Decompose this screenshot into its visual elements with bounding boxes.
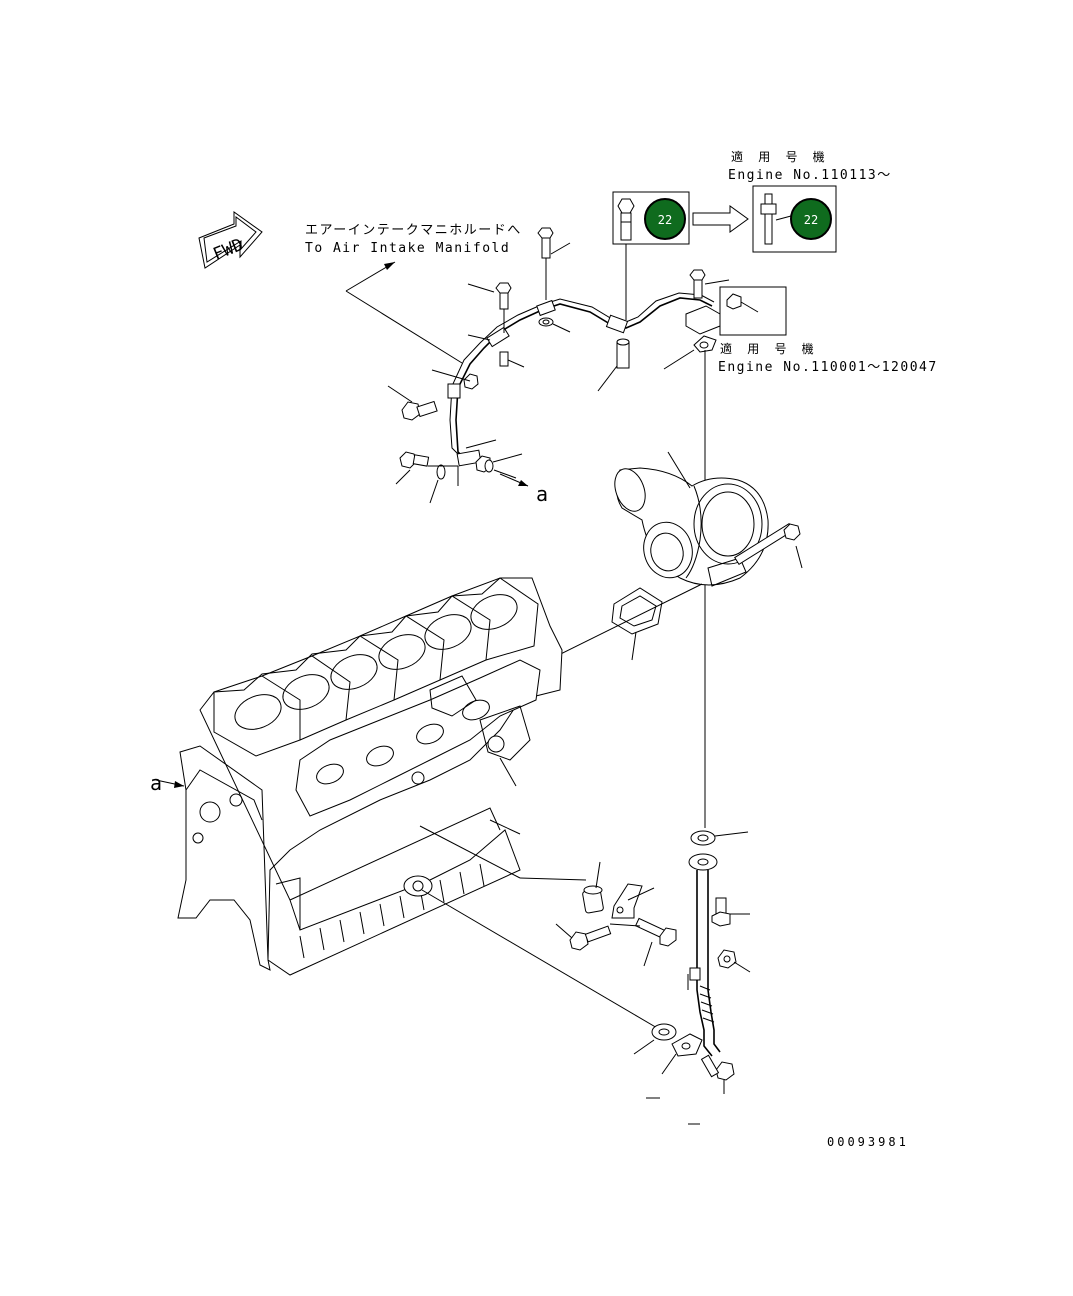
turbo-gasket-icon (611, 587, 663, 661)
turbocharger (614, 451, 769, 587)
figure-number: 00093981 (827, 1135, 909, 1149)
union-bolt-icon (395, 451, 430, 485)
later-serial-note-en: Engine No.110113〜 (728, 168, 892, 183)
bolt-icon (467, 282, 512, 333)
forward-arrow-icon: FWD (198, 211, 263, 269)
leader-line (489, 819, 521, 835)
drain-flange-icon (661, 1033, 703, 1075)
leader-line (499, 757, 517, 787)
ref-a-pipe: a (536, 482, 548, 506)
torque-badge-2: 22 (804, 213, 818, 227)
later-serial-note-jp: 適 用 号 機 (731, 149, 829, 164)
bolt-icon (700, 1054, 735, 1094)
earlier-serial-note-en: Engine No.110001〜120047 (718, 360, 938, 375)
gasket-icon (633, 1023, 677, 1055)
torque-badge-icon: 22 (790, 198, 832, 240)
torque-badge-1: 22 (658, 213, 672, 227)
bolt-icon (537, 227, 571, 300)
air-intake-label-jp: エアーインテークマニホルードへ (305, 223, 522, 238)
bracket-icon (611, 883, 655, 919)
stud-detail-box-later (752, 185, 837, 253)
replacement-arrow-icon (692, 205, 749, 233)
washer-icon (428, 439, 523, 504)
air-intake-pointer (345, 261, 463, 364)
sleeve-icon (499, 351, 525, 368)
ref-a-left: a (150, 771, 162, 795)
union-bolt-icon (387, 385, 438, 421)
bolt-icon (734, 522, 803, 569)
oil-drain-tube (687, 853, 721, 1057)
bushing-icon (582, 861, 604, 914)
leader-line (419, 825, 521, 879)
ref-a-arrow (155, 779, 185, 788)
bolt-icon (609, 917, 677, 967)
earlier-serial-note-jp: 適 用 号 機 (720, 341, 818, 356)
bolt-icon (555, 923, 612, 951)
dowel-icon (597, 338, 630, 392)
drain-leader-line (421, 889, 665, 1033)
pipe-continuation-arrow (499, 473, 529, 487)
torque-badge-icon: 22 (644, 198, 686, 240)
gasket-icon (663, 335, 717, 370)
bolt-detail-box-current (612, 191, 690, 320)
connector-detail-box-earlier (719, 286, 787, 336)
oil-inlet-tube (447, 292, 721, 467)
leader-line (519, 877, 587, 881)
bolt-icon (711, 897, 750, 927)
engine-block (177, 577, 563, 976)
gasket-icon (690, 830, 749, 846)
bolt-icon (689, 269, 730, 299)
air-intake-label-en: To Air Intake Manifold (305, 241, 510, 256)
nut-icon (431, 334, 491, 390)
washer-icon (538, 317, 571, 333)
nut-icon (717, 949, 751, 973)
